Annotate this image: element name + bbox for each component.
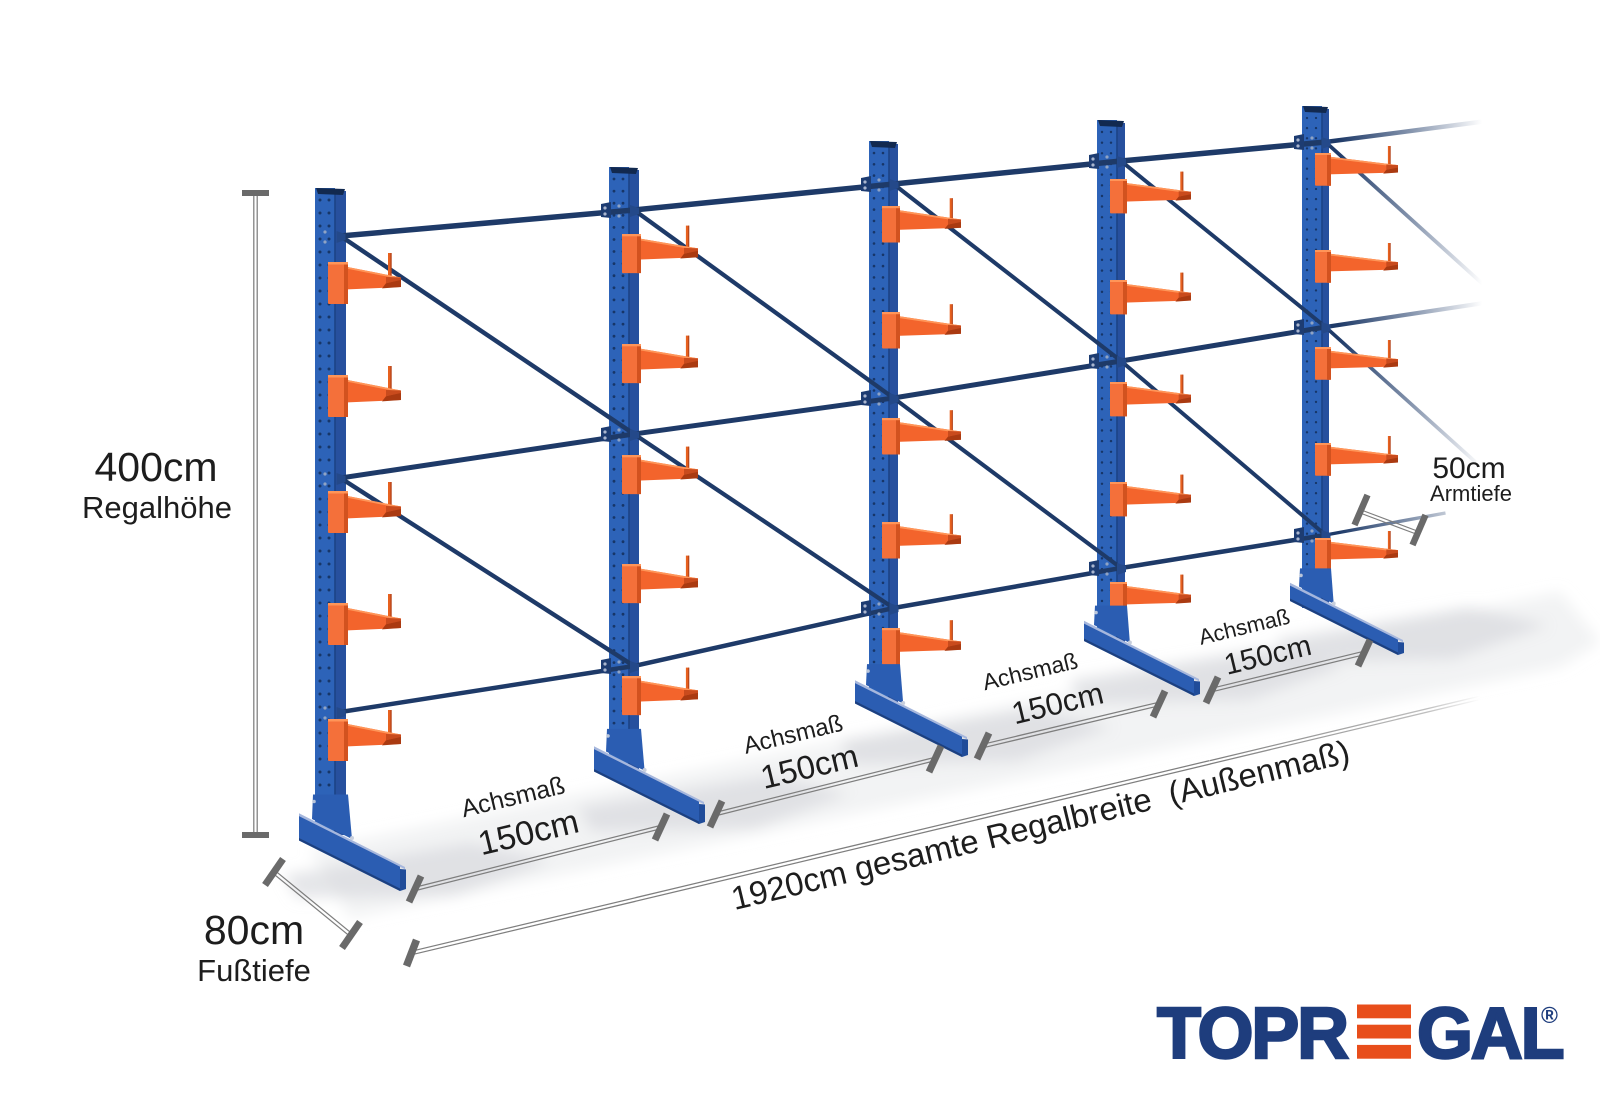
svg-text:Fußtiefe: Fußtiefe (197, 953, 311, 988)
svg-text:400cm: 400cm (94, 444, 217, 490)
svg-text:80cm: 80cm (204, 907, 304, 953)
svg-text:Armtiefe: Armtiefe (1430, 481, 1512, 506)
svg-text:®: ® (1541, 1002, 1558, 1028)
svg-text:50cm: 50cm (1432, 452, 1505, 485)
svg-text:GAL: GAL (1417, 994, 1563, 1074)
svg-text:Regalhöhe: Regalhöhe (82, 490, 232, 525)
svg-text:TOPR: TOPR (1157, 994, 1348, 1074)
